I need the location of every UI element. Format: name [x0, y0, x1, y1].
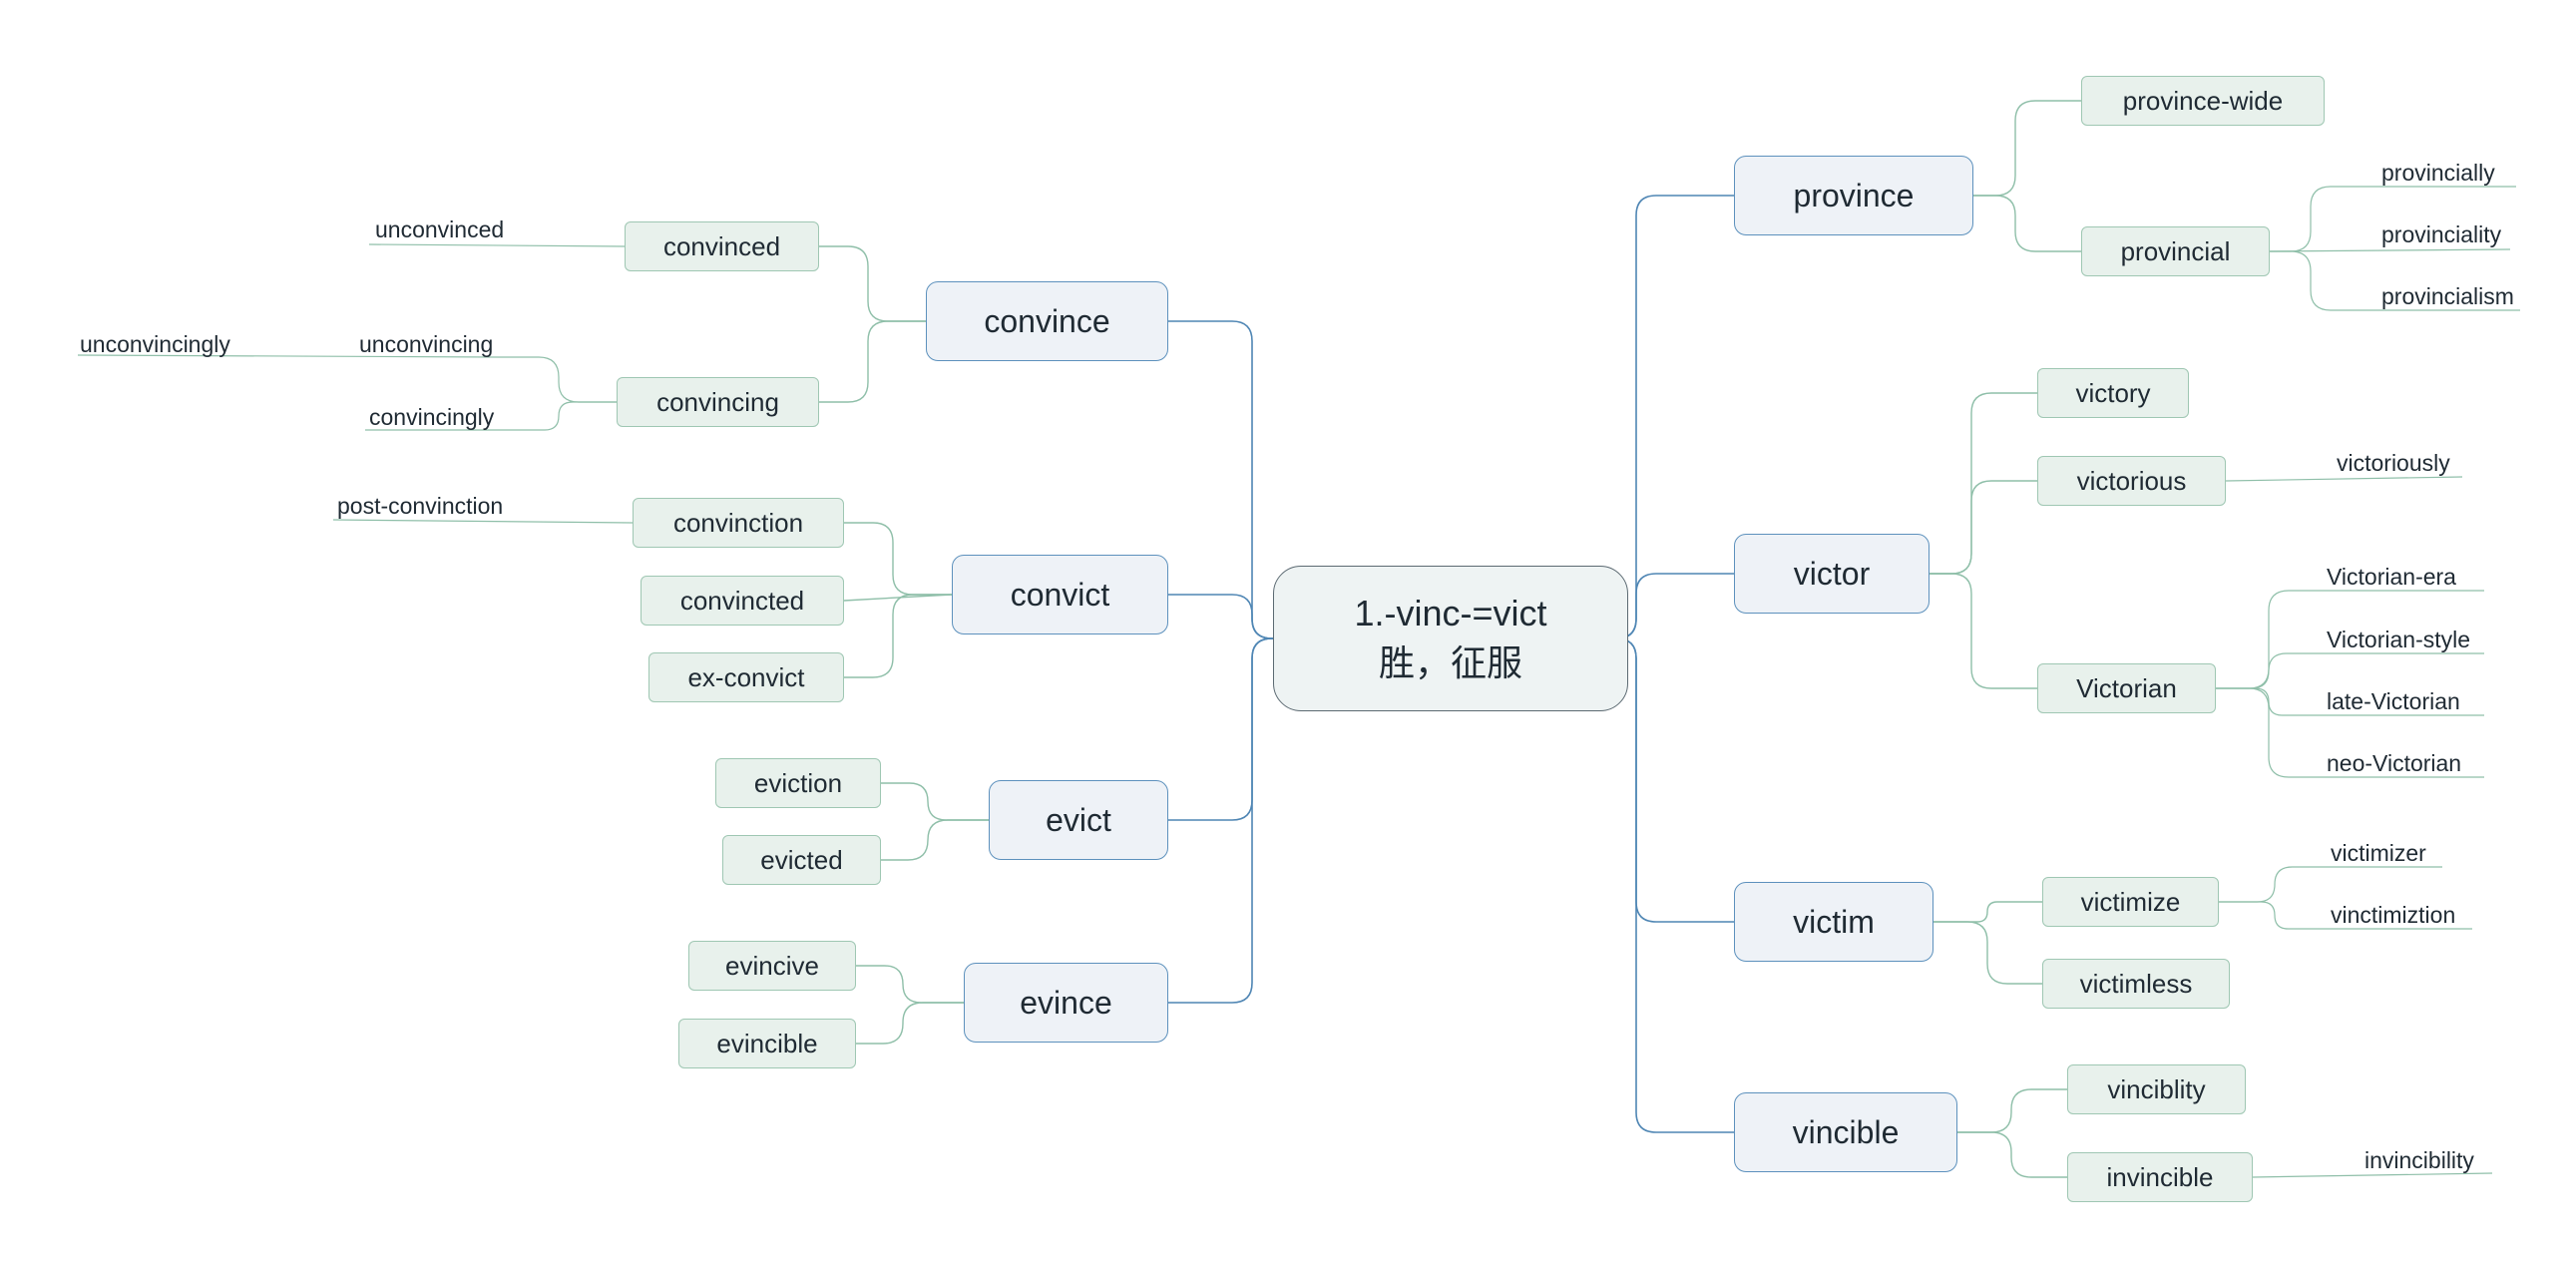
connector: [1615, 637, 1734, 923]
topic-evince[interactable]: evince: [964, 963, 1168, 1043]
connector: [881, 782, 989, 821]
connector: [2216, 652, 2325, 689]
leaf-provinciality[interactable]: provinciality: [2381, 221, 2502, 247]
connector: [844, 522, 952, 596]
subtopic-evicted[interactable]: evicted: [722, 835, 881, 885]
connector: [1973, 100, 2081, 197]
connector: [2269, 248, 2511, 252]
connector: [1930, 480, 2037, 575]
connector: [1615, 195, 1734, 639]
leaf-unconvincingly[interactable]: unconvincingly: [80, 331, 230, 357]
topic-victim[interactable]: victim: [1734, 882, 1933, 962]
leaf-unconvincing[interactable]: unconvincing: [359, 331, 494, 357]
connector: [819, 320, 926, 403]
connector: [844, 594, 952, 678]
subtopic-victory[interactable]: victory: [2037, 368, 2189, 418]
connector: [1168, 637, 1273, 1004]
leaf-victimizer[interactable]: victimizer: [2331, 840, 2426, 866]
topic-province[interactable]: province: [1734, 156, 1973, 235]
root-subtitle: 胜，征服: [1378, 642, 1522, 683]
leaf-provincially[interactable]: provincially: [2381, 160, 2495, 186]
subtopic-victimless[interactable]: victimless: [2042, 959, 2230, 1009]
connector: [1930, 573, 2037, 689]
leaf-late-victorian[interactable]: late-Victorian: [2327, 688, 2460, 714]
connector: [2216, 590, 2325, 689]
subtopic-victorious[interactable]: victorious: [2037, 456, 2226, 506]
leaf-unconvinced[interactable]: unconvinced: [375, 216, 505, 242]
topic-convict[interactable]: convict: [952, 555, 1168, 634]
topic-evict[interactable]: evict: [989, 780, 1168, 860]
subtopic-convinction[interactable]: convinction: [633, 498, 844, 548]
subtopic-convinced[interactable]: convinced: [625, 221, 819, 271]
leaf-invincibility[interactable]: invincibility: [2364, 1147, 2474, 1173]
leaf-post-convinction[interactable]: post-convinction: [337, 493, 504, 519]
subtopic-convincted[interactable]: convincted: [641, 576, 844, 626]
connector: [1973, 195, 2081, 252]
connector: [819, 245, 926, 322]
connector: [499, 356, 617, 403]
subtopic-province-wide[interactable]: province-wide: [2081, 76, 2325, 126]
leaf-provincialism[interactable]: provincialism: [2381, 283, 2514, 309]
topic-convince[interactable]: convince: [926, 281, 1168, 361]
connector: [1933, 901, 2042, 923]
connector: [2216, 687, 2325, 778]
subtopic-convincing[interactable]: convincing: [617, 377, 819, 427]
connector: [2219, 866, 2329, 903]
leaf-vinctimiztion[interactable]: vinctimiztion: [2331, 902, 2456, 928]
topic-vincible[interactable]: vincible: [1734, 1092, 1957, 1172]
root-title: 1.-vinc-=vict: [1354, 593, 1547, 633]
leaf-victoriously[interactable]: victoriously: [2337, 450, 2450, 476]
connector: [2216, 687, 2325, 716]
subtopic-eviction[interactable]: eviction: [715, 758, 881, 808]
connector: [1615, 573, 1734, 639]
root-topic[interactable]: 1.-vinc-=vict 胜，征服: [1273, 566, 1628, 711]
subtopic-victimize[interactable]: victimize: [2042, 877, 2219, 927]
connector: [843, 594, 953, 602]
subtopic-evincive[interactable]: evincive: [688, 941, 856, 991]
subtopic-vinciblity[interactable]: vinciblity: [2067, 1064, 2246, 1114]
connector: [1168, 320, 1273, 639]
connector: [368, 243, 626, 247]
connector: [2270, 186, 2379, 252]
topic-victor[interactable]: victor: [1734, 534, 1930, 614]
connector: [1957, 1088, 2067, 1133]
leaf-convincingly[interactable]: convincingly: [369, 404, 495, 430]
connector: [856, 965, 964, 1004]
connector: [881, 819, 989, 861]
connector: [2219, 901, 2329, 930]
connector: [499, 401, 617, 431]
subtopic-evincible[interactable]: evincible: [678, 1019, 856, 1068]
connector: [1168, 594, 1273, 639]
connector: [1957, 1131, 2067, 1178]
subtopic-provincial[interactable]: provincial: [2081, 226, 2270, 276]
connector: [1615, 637, 1734, 1133]
leaf-neo-victorian[interactable]: neo-Victorian: [2327, 750, 2462, 776]
connector: [1168, 637, 1273, 821]
subtopic-invincible[interactable]: invincible: [2067, 1152, 2253, 1202]
subtopic-victorian[interactable]: Victorian: [2037, 663, 2216, 713]
leaf-victorian-era[interactable]: Victorian-era: [2327, 564, 2456, 590]
leaf-victorian-style[interactable]: Victorian-style: [2327, 627, 2471, 652]
connector: [2270, 250, 2379, 311]
connector: [856, 1002, 964, 1045]
subtopic-ex-convict[interactable]: ex-convict: [648, 652, 844, 702]
connector: [1930, 392, 2037, 575]
connector: [1933, 921, 2042, 985]
